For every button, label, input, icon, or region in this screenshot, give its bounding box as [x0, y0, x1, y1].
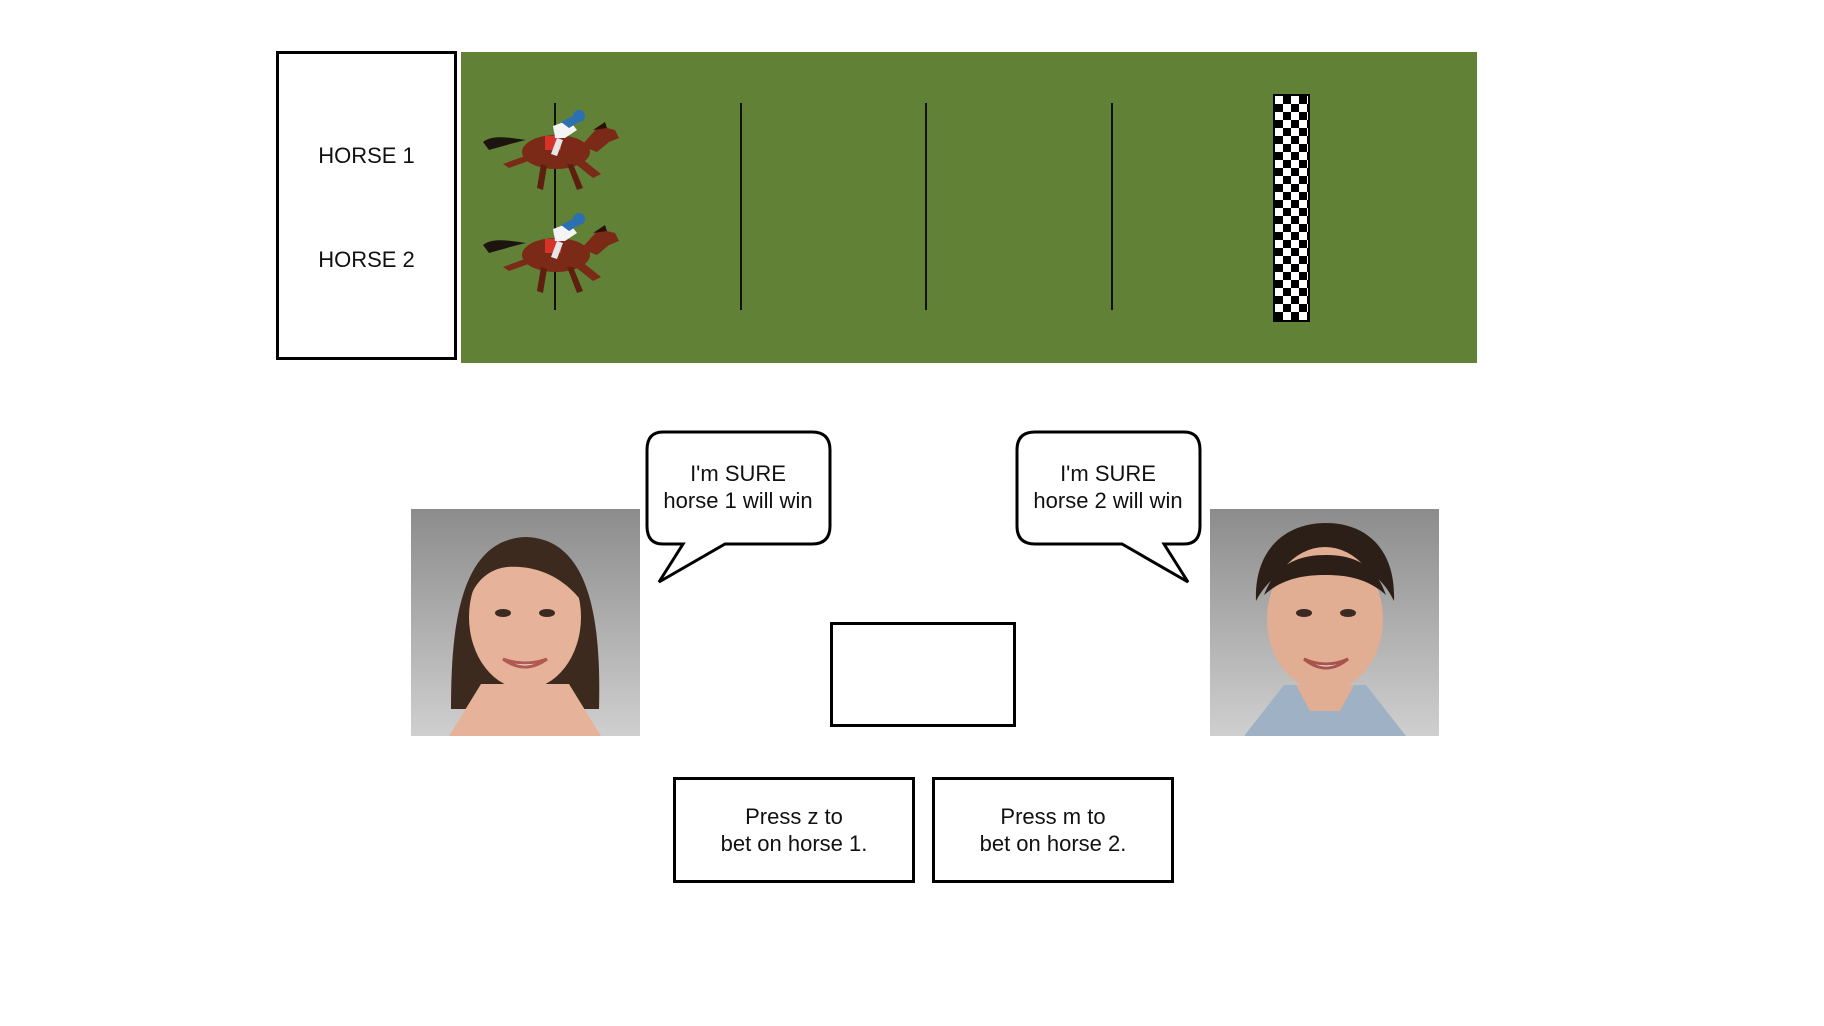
advisor-right-portrait — [1210, 509, 1439, 736]
bet-horse-2-key-prompt[interactable]: Press m to bet on horse 2. — [932, 777, 1174, 883]
track-distance-marker — [740, 103, 742, 310]
advisor-left-speech-bubble — [645, 430, 832, 584]
racehorse-jockey-icon — [483, 110, 619, 190]
track-distance-marker — [1111, 103, 1113, 310]
bet-horse-1-line1: Press z to — [745, 804, 843, 829]
bet-horse-1-key-prompt[interactable]: Press z to bet on horse 1. — [673, 777, 915, 883]
track-distance-marker — [925, 103, 927, 310]
advisor-right-speech-bubble — [1015, 430, 1202, 584]
finish-line — [1273, 94, 1310, 322]
advisor-left-line2: horse 1 will win — [663, 488, 813, 513]
response-feedback-box — [830, 622, 1016, 727]
race-track — [461, 52, 1477, 363]
advisor-right-line2: horse 2 will win — [1033, 488, 1183, 513]
advisor-left-portrait — [411, 509, 640, 736]
bet-horse-1-line2: bet on horse 1. — [720, 831, 868, 856]
advisor-right-line1: I'm SURE — [1060, 461, 1156, 486]
horse-2-label: HORSE 2 — [318, 247, 415, 272]
track-distance-marker — [554, 103, 556, 310]
horse-1-label: HORSE 1 — [318, 143, 415, 168]
bet-horse-2-line2: bet on horse 2. — [979, 831, 1127, 856]
bet-horse-2-line1: Press m to — [1000, 804, 1106, 829]
woman-portrait — [449, 537, 601, 736]
advisor-left-line1: I'm SURE — [690, 461, 786, 486]
racehorse-jockey-icon — [483, 213, 619, 293]
horse-label-panel: HORSE 1 HORSE 2 — [276, 51, 457, 360]
man-portrait — [1244, 523, 1406, 736]
